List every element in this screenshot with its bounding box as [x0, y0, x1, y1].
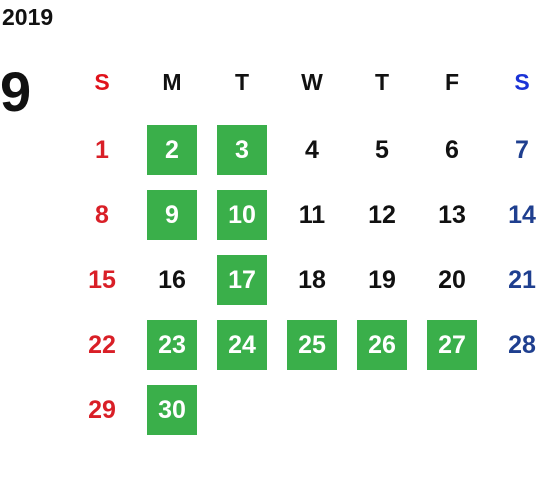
calendar-day-cell[interactable]: 13	[417, 188, 487, 253]
calendar-day[interactable]: 16	[158, 265, 186, 294]
calendar-day-highlighted[interactable]: 26	[357, 320, 407, 370]
calendar-day-cell[interactable]: 4	[277, 123, 347, 188]
calendar-day[interactable]: 5	[375, 135, 389, 164]
calendar-day[interactable]: 29	[88, 395, 116, 424]
weekday-thursday: T	[374, 68, 390, 95]
calendar-day-highlighted[interactable]: 9	[147, 190, 197, 240]
weekday-wednesday: W	[301, 68, 323, 95]
calendar-day[interactable]: 1	[95, 135, 109, 164]
calendar-day-cell[interactable]: 10	[207, 188, 277, 253]
calendar-day-highlighted[interactable]: 25	[287, 320, 337, 370]
calendar-day[interactable]: 7	[515, 135, 529, 164]
weekday-tuesday: T	[234, 68, 250, 95]
calendar-day-highlighted[interactable]: 30	[147, 385, 197, 435]
weekday-monday: M	[162, 68, 182, 95]
weekday-sunday: S	[94, 68, 110, 95]
calendar-day-cell[interactable]: 27	[417, 318, 487, 383]
calendar-day-highlighted[interactable]: 23	[147, 320, 197, 370]
calendar-day-cell[interactable]: 8	[67, 188, 137, 253]
calendar-day-cell[interactable]: 11	[277, 188, 347, 253]
calendar-day[interactable]: 11	[298, 200, 326, 229]
calendar-day[interactable]: 19	[368, 265, 396, 294]
calendar-day-highlighted[interactable]: 2	[147, 125, 197, 175]
calendar-day-cell[interactable]: 18	[277, 253, 347, 318]
calendar-day-cell[interactable]: 7	[487, 123, 548, 188]
calendar-day[interactable]: 8	[95, 200, 109, 229]
calendar-day[interactable]: 20	[438, 265, 466, 294]
calendar-day-cell[interactable]: 20	[417, 253, 487, 318]
weekday-saturday: S	[514, 68, 530, 95]
calendar-day[interactable]: 21	[508, 265, 536, 294]
calendar-day[interactable]: 4	[305, 135, 319, 164]
calendar-day[interactable]: 14	[508, 200, 536, 229]
calendar-day-cell[interactable]: 9	[137, 188, 207, 253]
calendar-day[interactable]: 15	[88, 265, 116, 294]
calendar-day-cell[interactable]: 3	[207, 123, 277, 188]
calendar-day[interactable]: 12	[368, 200, 396, 229]
calendar-day-highlighted[interactable]: 3	[217, 125, 267, 175]
weekday-friday: F	[444, 68, 460, 95]
calendar-day-cell[interactable]: 12	[347, 188, 417, 253]
calendar-day-cell[interactable]: 30	[137, 383, 207, 448]
calendar-day-highlighted[interactable]: 17	[217, 255, 267, 305]
calendar-day-cell[interactable]: 25	[277, 318, 347, 383]
calendar-day-highlighted[interactable]: 27	[427, 320, 477, 370]
calendar-day-cell[interactable]: 16	[137, 253, 207, 318]
calendar-day-cell[interactable]: 14	[487, 188, 548, 253]
calendar-day-cell[interactable]: 24	[207, 318, 277, 383]
weekday-header-row: S M T W T F S	[67, 60, 548, 104]
calendar-day-cell[interactable]: 21	[487, 253, 548, 318]
calendar-day-cell[interactable]: 28	[487, 318, 548, 383]
calendar-day[interactable]: 13	[438, 200, 466, 229]
calendar-day[interactable]: 6	[445, 135, 459, 164]
calendar-day[interactable]: 18	[298, 265, 326, 294]
calendar-day-cell[interactable]: 19	[347, 253, 417, 318]
calendar-day-cell[interactable]: 2	[137, 123, 207, 188]
calendar-day-cell[interactable]: 26	[347, 318, 417, 383]
calendar-day-cell[interactable]: 22	[67, 318, 137, 383]
calendar-day-cell[interactable]: 1	[67, 123, 137, 188]
calendar-day-cell[interactable]: 5	[347, 123, 417, 188]
calendar-day-cell[interactable]: 23	[137, 318, 207, 383]
calendar-day-cell[interactable]: 15	[67, 253, 137, 318]
calendar-day-cell[interactable]: 17	[207, 253, 277, 318]
calendar-day-highlighted[interactable]: 24	[217, 320, 267, 370]
calendar-day[interactable]: 28	[508, 330, 536, 359]
calendar-day-cell[interactable]: 29	[67, 383, 137, 448]
calendar-day-highlighted[interactable]: 10	[217, 190, 267, 240]
calendar-year: 2019	[2, 4, 54, 30]
calendar-day-cell[interactable]: 6	[417, 123, 487, 188]
calendar-month: 9	[0, 60, 32, 123]
calendar-day[interactable]: 22	[88, 330, 116, 359]
